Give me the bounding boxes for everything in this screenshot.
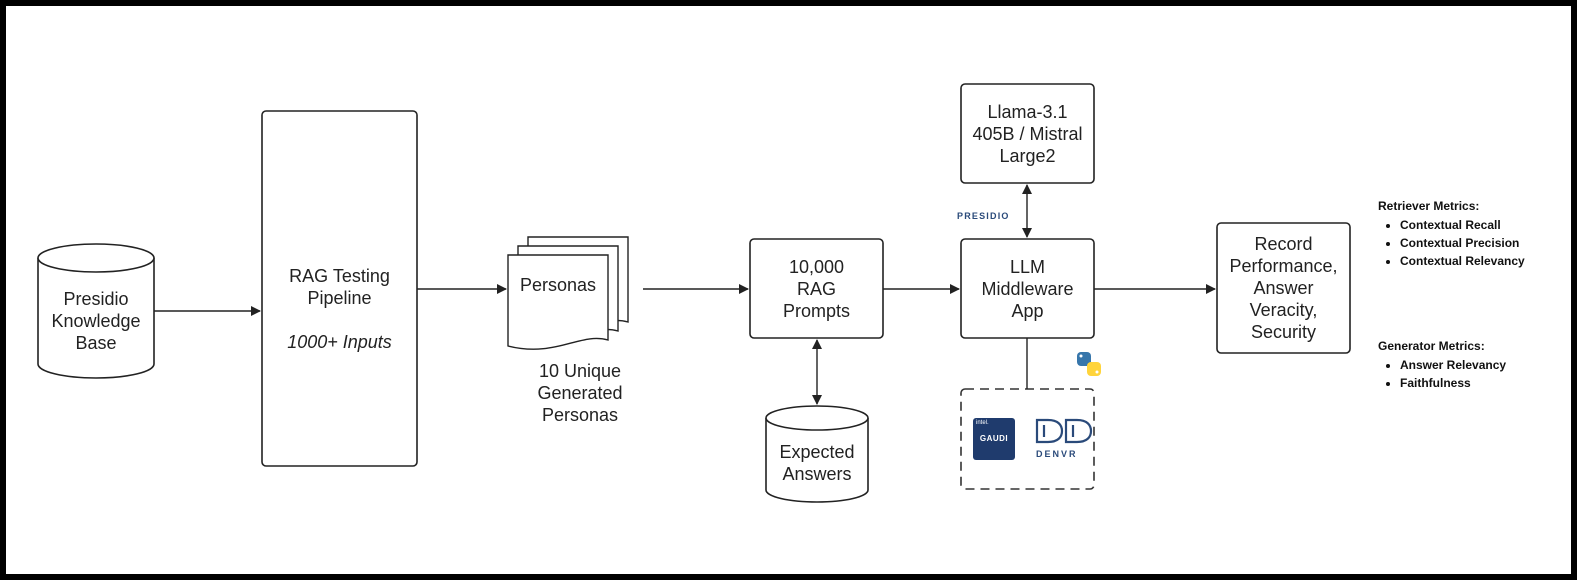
retriever-metrics-title: Retriever Metrics: [1378,199,1480,213]
generator-metrics-title: Generator Metrics: [1378,339,1485,353]
retriever-metrics: Retriever Metrics: Contextual Recall Con… [1378,199,1525,270]
intel-gaudi-logo: intel. GAUDI [973,418,1015,460]
denvr-logo-text: DENVR [1036,449,1078,459]
presidio-logo: PRESIDIO [957,211,1010,221]
intel-brand: intel. [976,420,989,426]
metric-item: Contextual Relevancy [1400,252,1525,270]
knowledge-base-cylinder [37,243,155,379]
prompts-label: 10,000 RAG Prompts [782,256,851,321]
personas-label: Personas [519,275,597,295]
pipeline-inputs: 1000+ Inputs [287,332,392,352]
record-box [1216,222,1351,354]
llm-model-box [960,83,1095,184]
metric-item: Faithfulness [1400,374,1506,392]
pipeline-label: RAG Testing Pipeline 1000+ Inputs [287,266,392,352]
generator-metrics: Generator Metrics: Answer Relevancy Fait… [1378,339,1506,392]
personas-caption: 10 Unique Generated Personas [537,361,623,425]
personas-document-stack [507,236,629,350]
expected-answers-cylinder [765,405,869,503]
gaudi-text: GAUDI [979,434,1009,443]
llm-model-label: Llama-3.1 405B / Mistral Large2 [972,101,1083,166]
metric-item: Contextual Recall [1400,216,1525,234]
metric-item: Contextual Precision [1400,234,1525,252]
python-icon [1077,352,1101,376]
denvr-logo-icon [1035,418,1093,444]
knowledge-base-label: Presidio Knowledge Base [51,289,141,353]
metric-item: Answer Relevancy [1400,356,1506,374]
record-label: Record Performance, Answer Veracity, Sec… [1229,234,1338,342]
middleware-label: LLM Middleware App [981,256,1074,321]
expected-answers-label: Expected Answers [779,442,855,484]
